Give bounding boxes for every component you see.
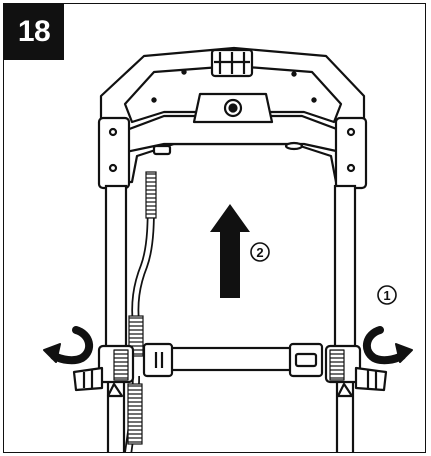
left-fold-latch [72, 344, 135, 398]
stroller-handle-illustration: 1 2 [43, 46, 413, 452]
handlebar-frame [97, 46, 368, 190]
up-arrow-icon [210, 204, 250, 298]
callout-2-label: 2 [256, 245, 263, 260]
right-fold-latch [324, 344, 388, 398]
curved-arrow-clockwise-icon [362, 326, 413, 365]
callout-1: 1 [377, 285, 397, 305]
callout-2: 2 [250, 242, 270, 262]
brake-cable [124, 171, 157, 452]
callout-1-label: 1 [383, 288, 390, 303]
curved-arrow-counterclockwise-icon [43, 326, 94, 365]
lower-crossbar [142, 342, 324, 378]
instruction-figure: 1 2 18 [3, 3, 426, 453]
step-number-badge: 18 [4, 4, 64, 60]
